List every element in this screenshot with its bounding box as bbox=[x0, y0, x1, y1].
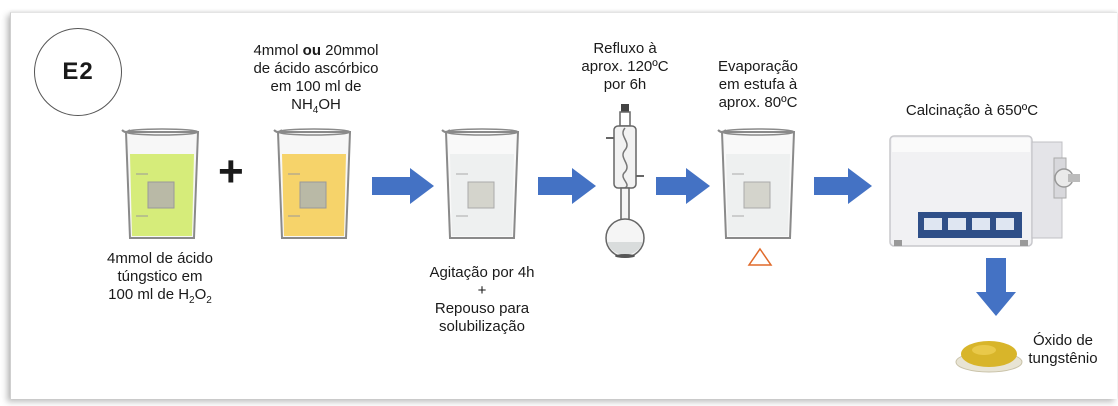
reagent2-line1-a: 4mmol bbox=[253, 42, 303, 59]
agitation-line2: + bbox=[477, 282, 487, 299]
reflux-line2: aprox. 120ºC bbox=[581, 58, 669, 75]
step-badge: E2 bbox=[34, 28, 122, 116]
agitation-label: Agitação por 4h + Repouso para solubiliz… bbox=[402, 264, 562, 336]
evaporation-line3: aprox. 80ºC bbox=[718, 94, 798, 111]
beaker-mixture bbox=[441, 128, 520, 239]
beaker-tungstic-acid bbox=[121, 128, 200, 239]
arrow-down-icon bbox=[976, 258, 1016, 316]
reagent1-mid: O bbox=[194, 286, 207, 303]
reagent1-line3: 100 ml de H2O2 bbox=[90, 286, 230, 310]
agitation-line3: Repouso para bbox=[434, 300, 530, 317]
calcination-label: Calcinação à 650ºC bbox=[882, 102, 1062, 120]
reagent1-line3-prefix: 100 ml de H bbox=[108, 286, 190, 303]
reagent1-sub1: 2 bbox=[189, 295, 195, 306]
reflux-condenser-icon bbox=[605, 104, 645, 258]
reagent2-line1: 4mmol ou 20mmol bbox=[226, 42, 406, 60]
reagent1-sub2: 2 bbox=[206, 295, 212, 306]
plus-sign: + bbox=[218, 147, 244, 196]
reagent1-line2: túngstico em bbox=[117, 268, 203, 285]
reagent2-label: 4mmol ou 20mmol de ácido ascórbico em 10… bbox=[226, 42, 406, 120]
arrow-right-icon bbox=[372, 168, 434, 204]
heat-triangle-icon bbox=[747, 247, 773, 266]
oxide-powder-icon bbox=[955, 341, 1023, 373]
beaker-ascorbic-acid bbox=[273, 128, 352, 239]
tube-furnace-icon bbox=[889, 135, 1080, 247]
reagent2-line1-bold: ou bbox=[302, 42, 321, 59]
agitation-line4: solubilização bbox=[439, 318, 525, 335]
beaker-evaporation bbox=[717, 128, 796, 239]
reagent2-sub: 4 bbox=[312, 105, 319, 116]
reflux-label: Refluxo à aprox. 120ºC por 6h bbox=[562, 40, 688, 94]
arrow-right-icon bbox=[656, 168, 710, 204]
reagent2-line1-b: 20mmol bbox=[320, 42, 379, 59]
reagent2-line4: NH4OH bbox=[226, 96, 406, 120]
reagent2-line2: de ácido ascórbico bbox=[253, 60, 379, 77]
arrow-right-icon bbox=[538, 168, 596, 204]
agitation-line1: Agitação por 4h bbox=[429, 264, 535, 281]
reagent2-line3: em 100 ml de bbox=[270, 78, 362, 95]
evaporation-line1: Evaporação bbox=[717, 58, 799, 75]
reagent2-line4-suffix: OH bbox=[318, 96, 341, 113]
reagent1-label: 4mmol de ácido túngstico em 100 ml de H2… bbox=[90, 250, 230, 310]
product-line2: tungstênio bbox=[1028, 350, 1098, 367]
product-line1: Óxido de bbox=[1032, 332, 1094, 349]
evaporation-line2: em estufa à bbox=[718, 76, 798, 93]
evaporation-label: Evaporação em estufa à aprox. 80ºC bbox=[696, 58, 820, 112]
reagent2-line4-prefix: NH bbox=[291, 96, 313, 113]
reflux-line1: Refluxo à bbox=[593, 40, 657, 57]
calcination-line1: Calcinação à 650ºC bbox=[905, 102, 1039, 119]
arrow-right-icon bbox=[814, 168, 872, 204]
reagent1-line1: 4mmol de ácido bbox=[107, 250, 213, 267]
product-label: Óxido de tungstênio bbox=[1018, 332, 1108, 368]
reflux-line3: por 6h bbox=[603, 76, 647, 93]
